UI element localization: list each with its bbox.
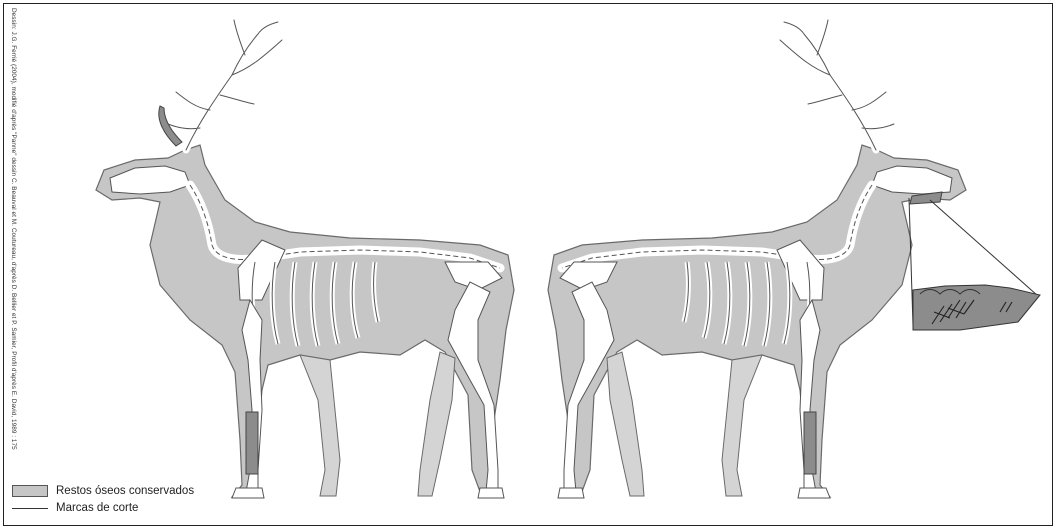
legend-item-preserved: Restos óseos conservados xyxy=(12,483,194,499)
magnified-mandible xyxy=(913,285,1040,330)
deer-left xyxy=(96,20,514,498)
legend-item-cutmarks: Marcas de corte xyxy=(12,500,138,516)
legend-label-cutmarks: Marcas de corte xyxy=(56,502,138,514)
cutmark-line-sample xyxy=(12,508,48,509)
preserved-swatch xyxy=(12,485,48,497)
legend-label-preserved: Restos óseos conservados xyxy=(56,485,194,497)
deer-right xyxy=(548,20,966,498)
legend: Restos óseos conservados Marcas de corte xyxy=(12,483,202,517)
